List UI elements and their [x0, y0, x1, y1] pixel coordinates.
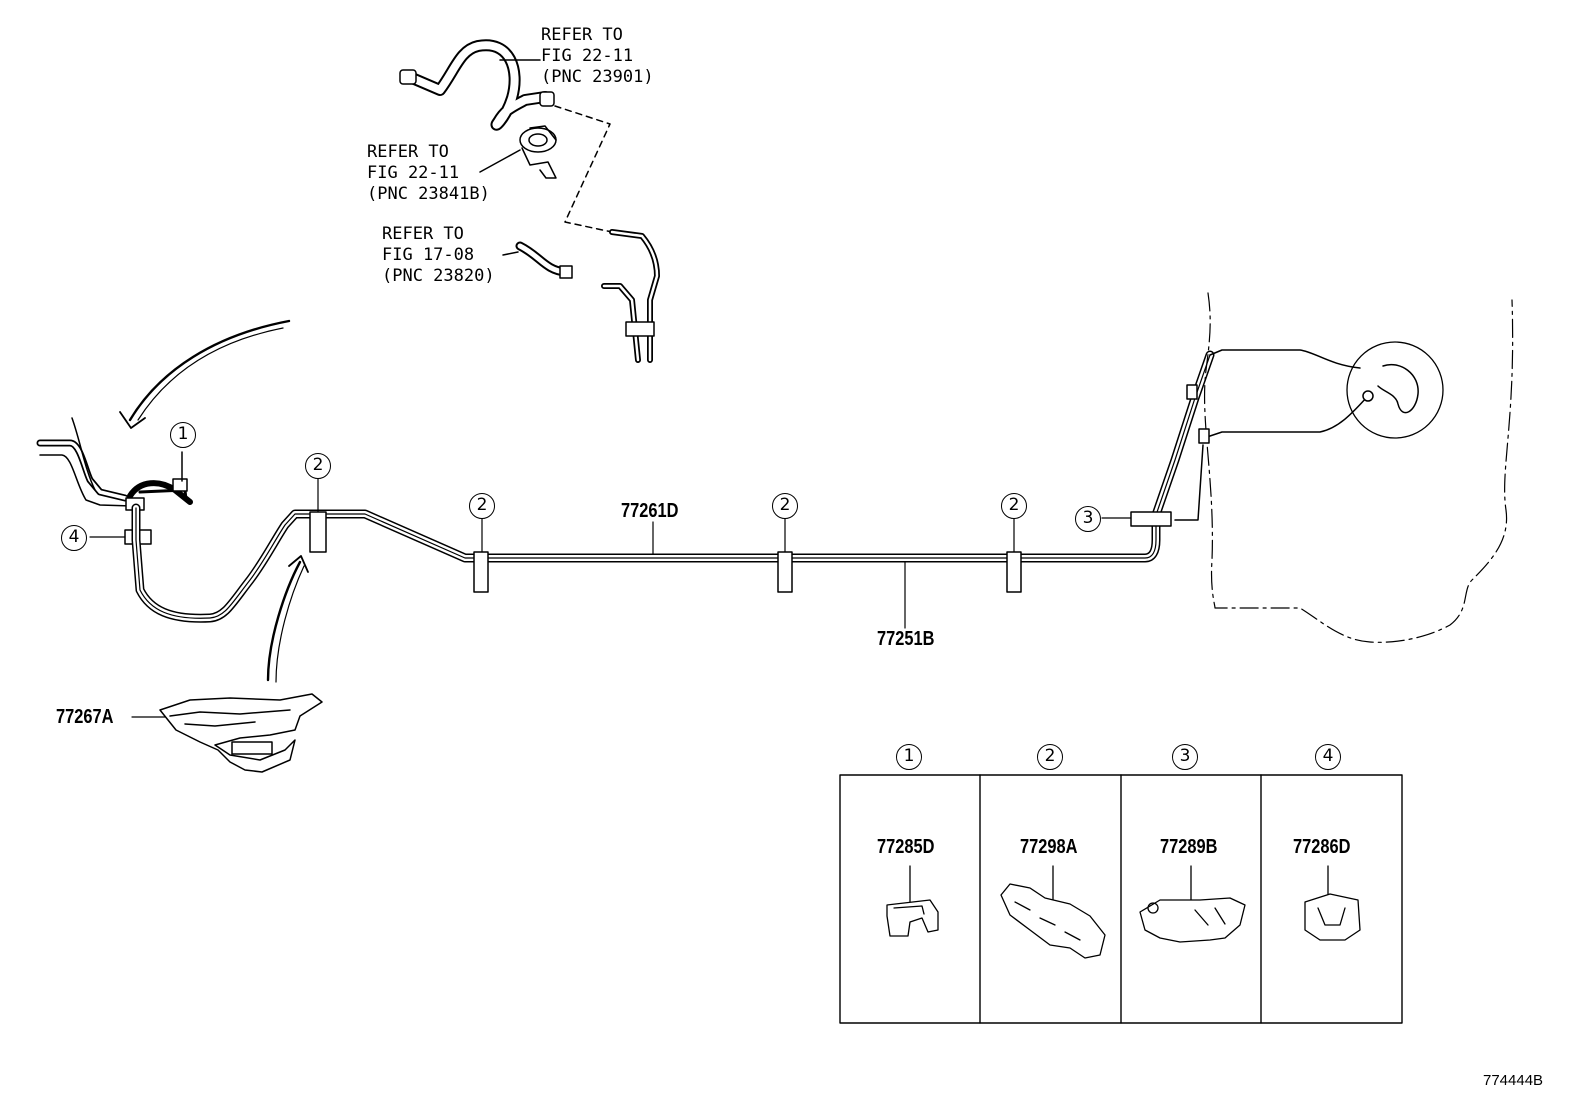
legend-callout-3: 3	[1172, 744, 1198, 770]
main-pipe-layer-2	[135, 354, 1211, 619]
tank-filler-lines	[1174, 341, 1444, 521]
callout-3: 3	[1075, 506, 1101, 532]
main-pipe-layer-0	[131, 350, 1215, 623]
legend-table	[839, 774, 1403, 1024]
part-number-77251b: 77251B	[877, 628, 935, 650]
part-number-77261d: 77261D	[621, 500, 679, 522]
legend-part-77285d: 77285D	[877, 836, 935, 858]
clip-77286D-sketch	[1304, 865, 1361, 941]
reference-label-23820: REFER TO FIG 17-08 (PNC 23820)	[382, 224, 495, 286]
view-arrow-lower	[266, 560, 302, 682]
pipe-clips	[309, 384, 1210, 593]
main-fuel-pipes	[131, 350, 1215, 623]
legend-callout-4: 4	[1315, 744, 1341, 770]
reference-label-23901: REFER TO FIG 22-11 (PNC 23901)	[541, 25, 654, 87]
legend-part-77298a: 77298A	[1020, 836, 1078, 858]
engine-side-pipes	[36, 417, 193, 545]
dashed-connector	[554, 105, 613, 233]
callout-2-c: 2	[1001, 493, 1027, 519]
callout-2-left: 2	[305, 453, 331, 479]
figure-code: 774444B	[1483, 1072, 1544, 1089]
callout-2-a: 2	[469, 493, 495, 519]
leader-lines	[89, 477, 1132, 718]
protector-part	[159, 693, 323, 773]
main-pipe-layer-1	[133, 352, 1213, 622]
reference-label-23841b: REFER TO FIG 22-11 (PNC 23841B)	[367, 142, 490, 204]
clip-77298A-sketch	[1000, 865, 1106, 959]
valve-bracket	[479, 125, 557, 179]
callout-4: 4	[61, 525, 87, 551]
part-number-77267a: 77267A	[56, 706, 114, 728]
legend-callout-1: 1	[896, 744, 922, 770]
legend-callout-2: 2	[1037, 744, 1063, 770]
callout-2-b: 2	[772, 493, 798, 519]
legend-part-77286d: 77286D	[1293, 836, 1351, 858]
clip-77289B-sketch	[1139, 865, 1246, 943]
view-arrow-upper	[128, 319, 291, 422]
fuel-hose-assembly	[399, 39, 555, 131]
clip-77285D-sketch	[886, 865, 939, 937]
fuel-tank-outline	[1204, 292, 1514, 643]
callout-1: 1	[170, 422, 196, 448]
short-tube	[502, 241, 573, 279]
legend-part-77289b: 77289B	[1160, 836, 1218, 858]
upper-pipes	[601, 229, 660, 363]
